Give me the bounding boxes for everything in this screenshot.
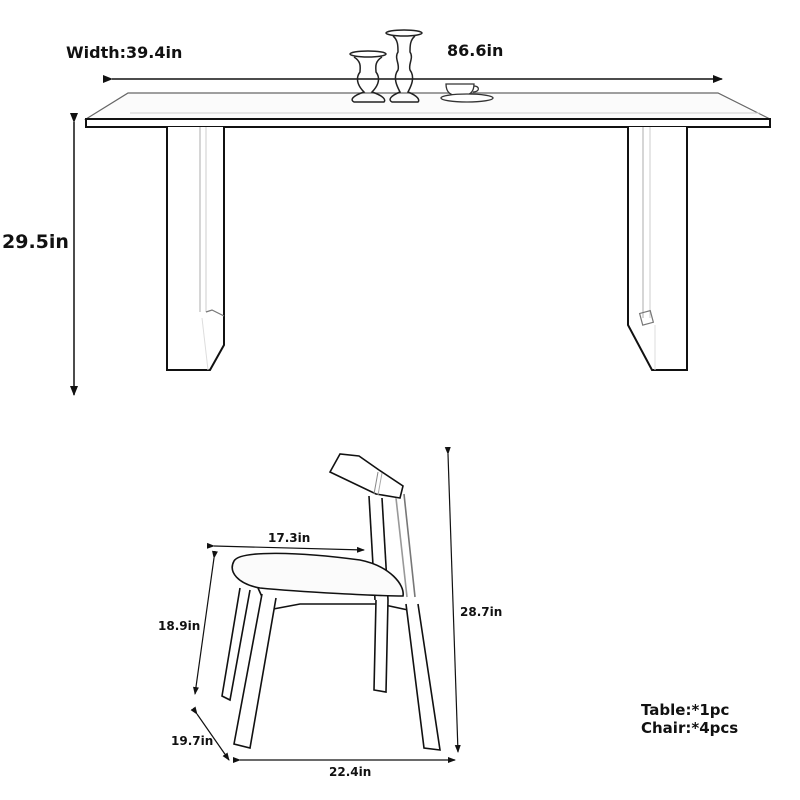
table-length-label: 86.6in (447, 41, 504, 60)
table-quantity: Table:*1pc (641, 701, 730, 719)
table-width-label: Width:39.4in (66, 43, 183, 62)
chair-leg-depth-label: 19.7in (171, 734, 214, 748)
chair-leg-depth-arrow (190, 706, 230, 761)
quantities-note: Table:*1pc Chair:*4pcs (641, 701, 738, 737)
chair-seat-height-arrow (192, 550, 218, 695)
chair-legs (221, 587, 441, 751)
chair-quantity: Chair:*4pcs (641, 719, 739, 737)
chair-backrest (328, 453, 404, 499)
candle-holder-tall-icon (385, 29, 423, 103)
chair-width-label: 22.4in (329, 765, 372, 779)
chair-back-posts (368, 493, 416, 601)
chair-seat-height-label: 18.9in (158, 619, 201, 633)
table-leg-right (627, 127, 688, 371)
chair-seat-depth-arrow (206, 542, 365, 553)
tabletop (83, 92, 771, 128)
teacup-icon (440, 83, 494, 103)
candle-holder-short-icon (349, 50, 387, 103)
table-height-label: 29.5in (2, 231, 69, 253)
table-leg-left (166, 127, 225, 371)
chair-height-arrow (444, 446, 461, 753)
chair-seat-depth-label: 17.3in (268, 531, 311, 545)
chair-height-label: 28.7in (460, 605, 503, 619)
